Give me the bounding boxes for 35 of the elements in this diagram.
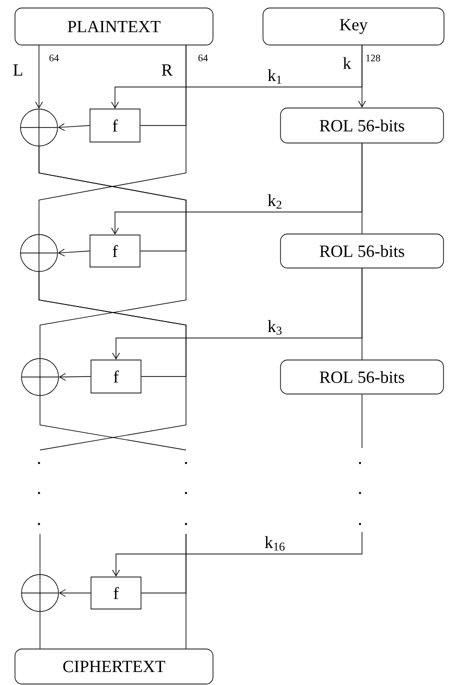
rounded-box: ROL 56-bits bbox=[280, 108, 444, 144]
connector-line bbox=[38, 146, 186, 358]
arrow bbox=[112, 532, 362, 577]
xor-circle bbox=[20, 234, 58, 272]
rounded-box: ROL 56-bits bbox=[280, 360, 444, 394]
connector-line bbox=[38, 272, 186, 450]
edge-label: k$_{2}$ bbox=[266, 193, 284, 210]
xor-circle bbox=[20, 108, 58, 146]
signal-label: 128 bbox=[366, 54, 380, 62]
signal-label: 64 bbox=[198, 54, 208, 62]
signal-label: 64 bbox=[49, 54, 59, 62]
xor-circle bbox=[21, 358, 59, 396]
rounded-box: PLAINTEXT bbox=[14, 8, 214, 46]
function-box: f bbox=[90, 234, 140, 268]
edge-label: k$_{16}$ bbox=[264, 535, 286, 552]
xor-circle bbox=[21, 574, 59, 612]
rounded-box: Key bbox=[262, 8, 444, 46]
rounded-box: ROL 56-bits bbox=[280, 234, 444, 268]
arrow bbox=[58, 373, 91, 381]
function-box: f bbox=[90, 360, 142, 394]
edge-label: k$_{3}$ bbox=[266, 319, 284, 336]
arrow bbox=[58, 589, 91, 597]
arrow bbox=[58, 123, 90, 131]
signal-label: k bbox=[343, 57, 352, 69]
rounded-box: CIPHERTEXT bbox=[14, 648, 214, 684]
function-box: f bbox=[90, 576, 142, 610]
connector-line bbox=[40, 396, 186, 450]
connector-line bbox=[38, 45, 186, 234]
edge-label: k$_{1}$ bbox=[266, 68, 284, 85]
arrow bbox=[111, 45, 362, 109]
arrow bbox=[58, 248, 90, 256]
function-box: f bbox=[90, 108, 140, 142]
signal-label: L bbox=[13, 64, 22, 76]
signal-label: R bbox=[162, 64, 173, 76]
arrow bbox=[35, 45, 43, 109]
